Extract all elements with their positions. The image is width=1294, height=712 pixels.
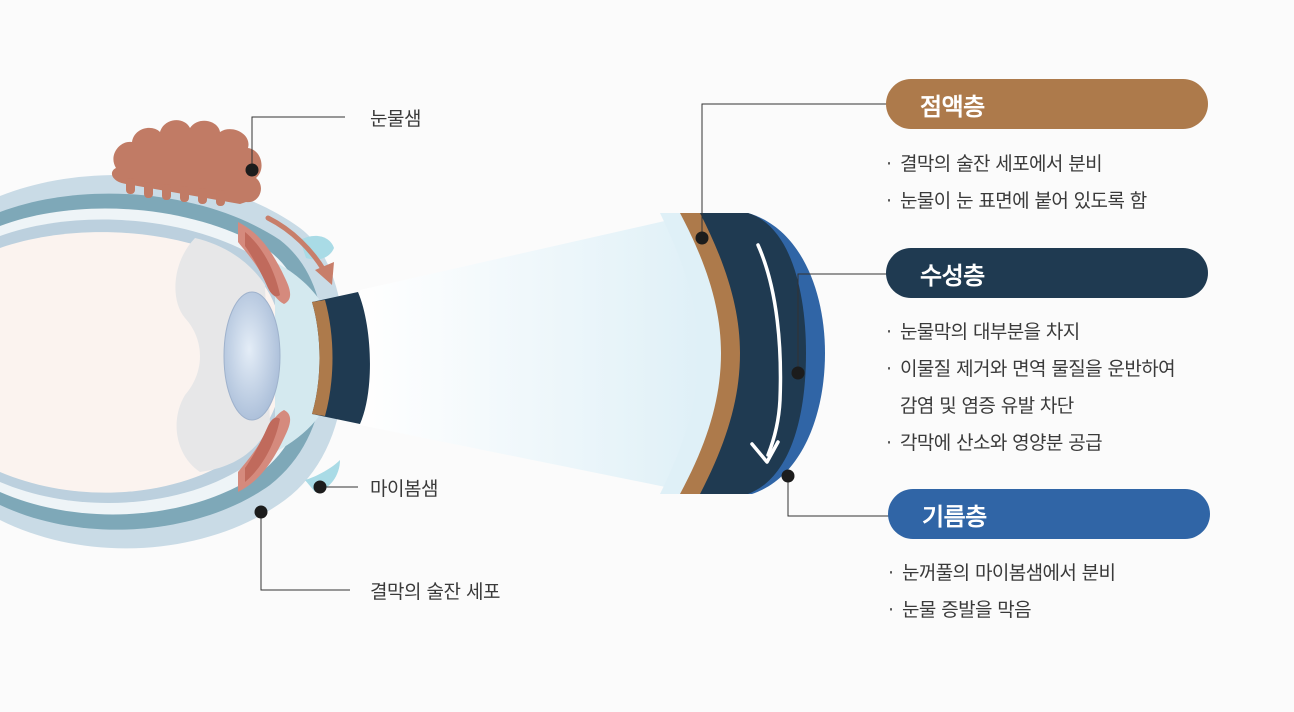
- list-item: 눈물이 눈 표면에 붙어 있도록 함: [884, 183, 1147, 220]
- list-item: 눈꺼풀의 마이봄샘에서 분비: [886, 555, 1116, 592]
- list-item: 눈물 증발을 막음: [886, 592, 1115, 629]
- mucin-layer-title: 점액층: [886, 79, 1208, 129]
- list-item: 결막의 술잔 세포에서 분비: [884, 146, 1147, 183]
- anchor-dots: [245, 163, 805, 519]
- magnification-beam: [360, 213, 700, 494]
- list-item: 감염 및 염증 유발 차단: [900, 395, 1074, 417]
- lipid-layer-title: 기름층: [888, 489, 1210, 539]
- mucin-layer-bullets: 결막의 술잔 세포에서 분비 눈물이 눈 표면에 붙어 있도록 함: [884, 146, 1147, 220]
- list-item: 이물질 제거와 면역 물질을 운반하여: [884, 351, 1176, 388]
- goblet-cells-label: 결막의 술잔 세포: [370, 581, 500, 603]
- list-item: 각막에 산소와 영양분 공급: [884, 425, 1175, 462]
- lacrimal-gland: [111, 120, 262, 206]
- lipid-layer-bullets: 눈꺼풀의 마이봄샘에서 분비 눈물 증발을 막음: [886, 555, 1116, 629]
- eye-cross-section: [0, 174, 370, 549]
- aqueous-layer-bullets: 눈물막의 대부분을 차지 이물질 제거와 면역 물질을 운반하여 감염 및 염증…: [884, 314, 1176, 462]
- list-item: 눈물막의 대부분을 차지: [884, 314, 1175, 351]
- leader-lines: [251, 103, 890, 591]
- meibomian-gland-label: 마이봄샘: [370, 478, 438, 500]
- aqueous-layer-title: 수성층: [886, 248, 1208, 298]
- tear-film-magnified: [660, 213, 825, 494]
- lacrimal-gland-label: 눈물샘: [370, 108, 421, 130]
